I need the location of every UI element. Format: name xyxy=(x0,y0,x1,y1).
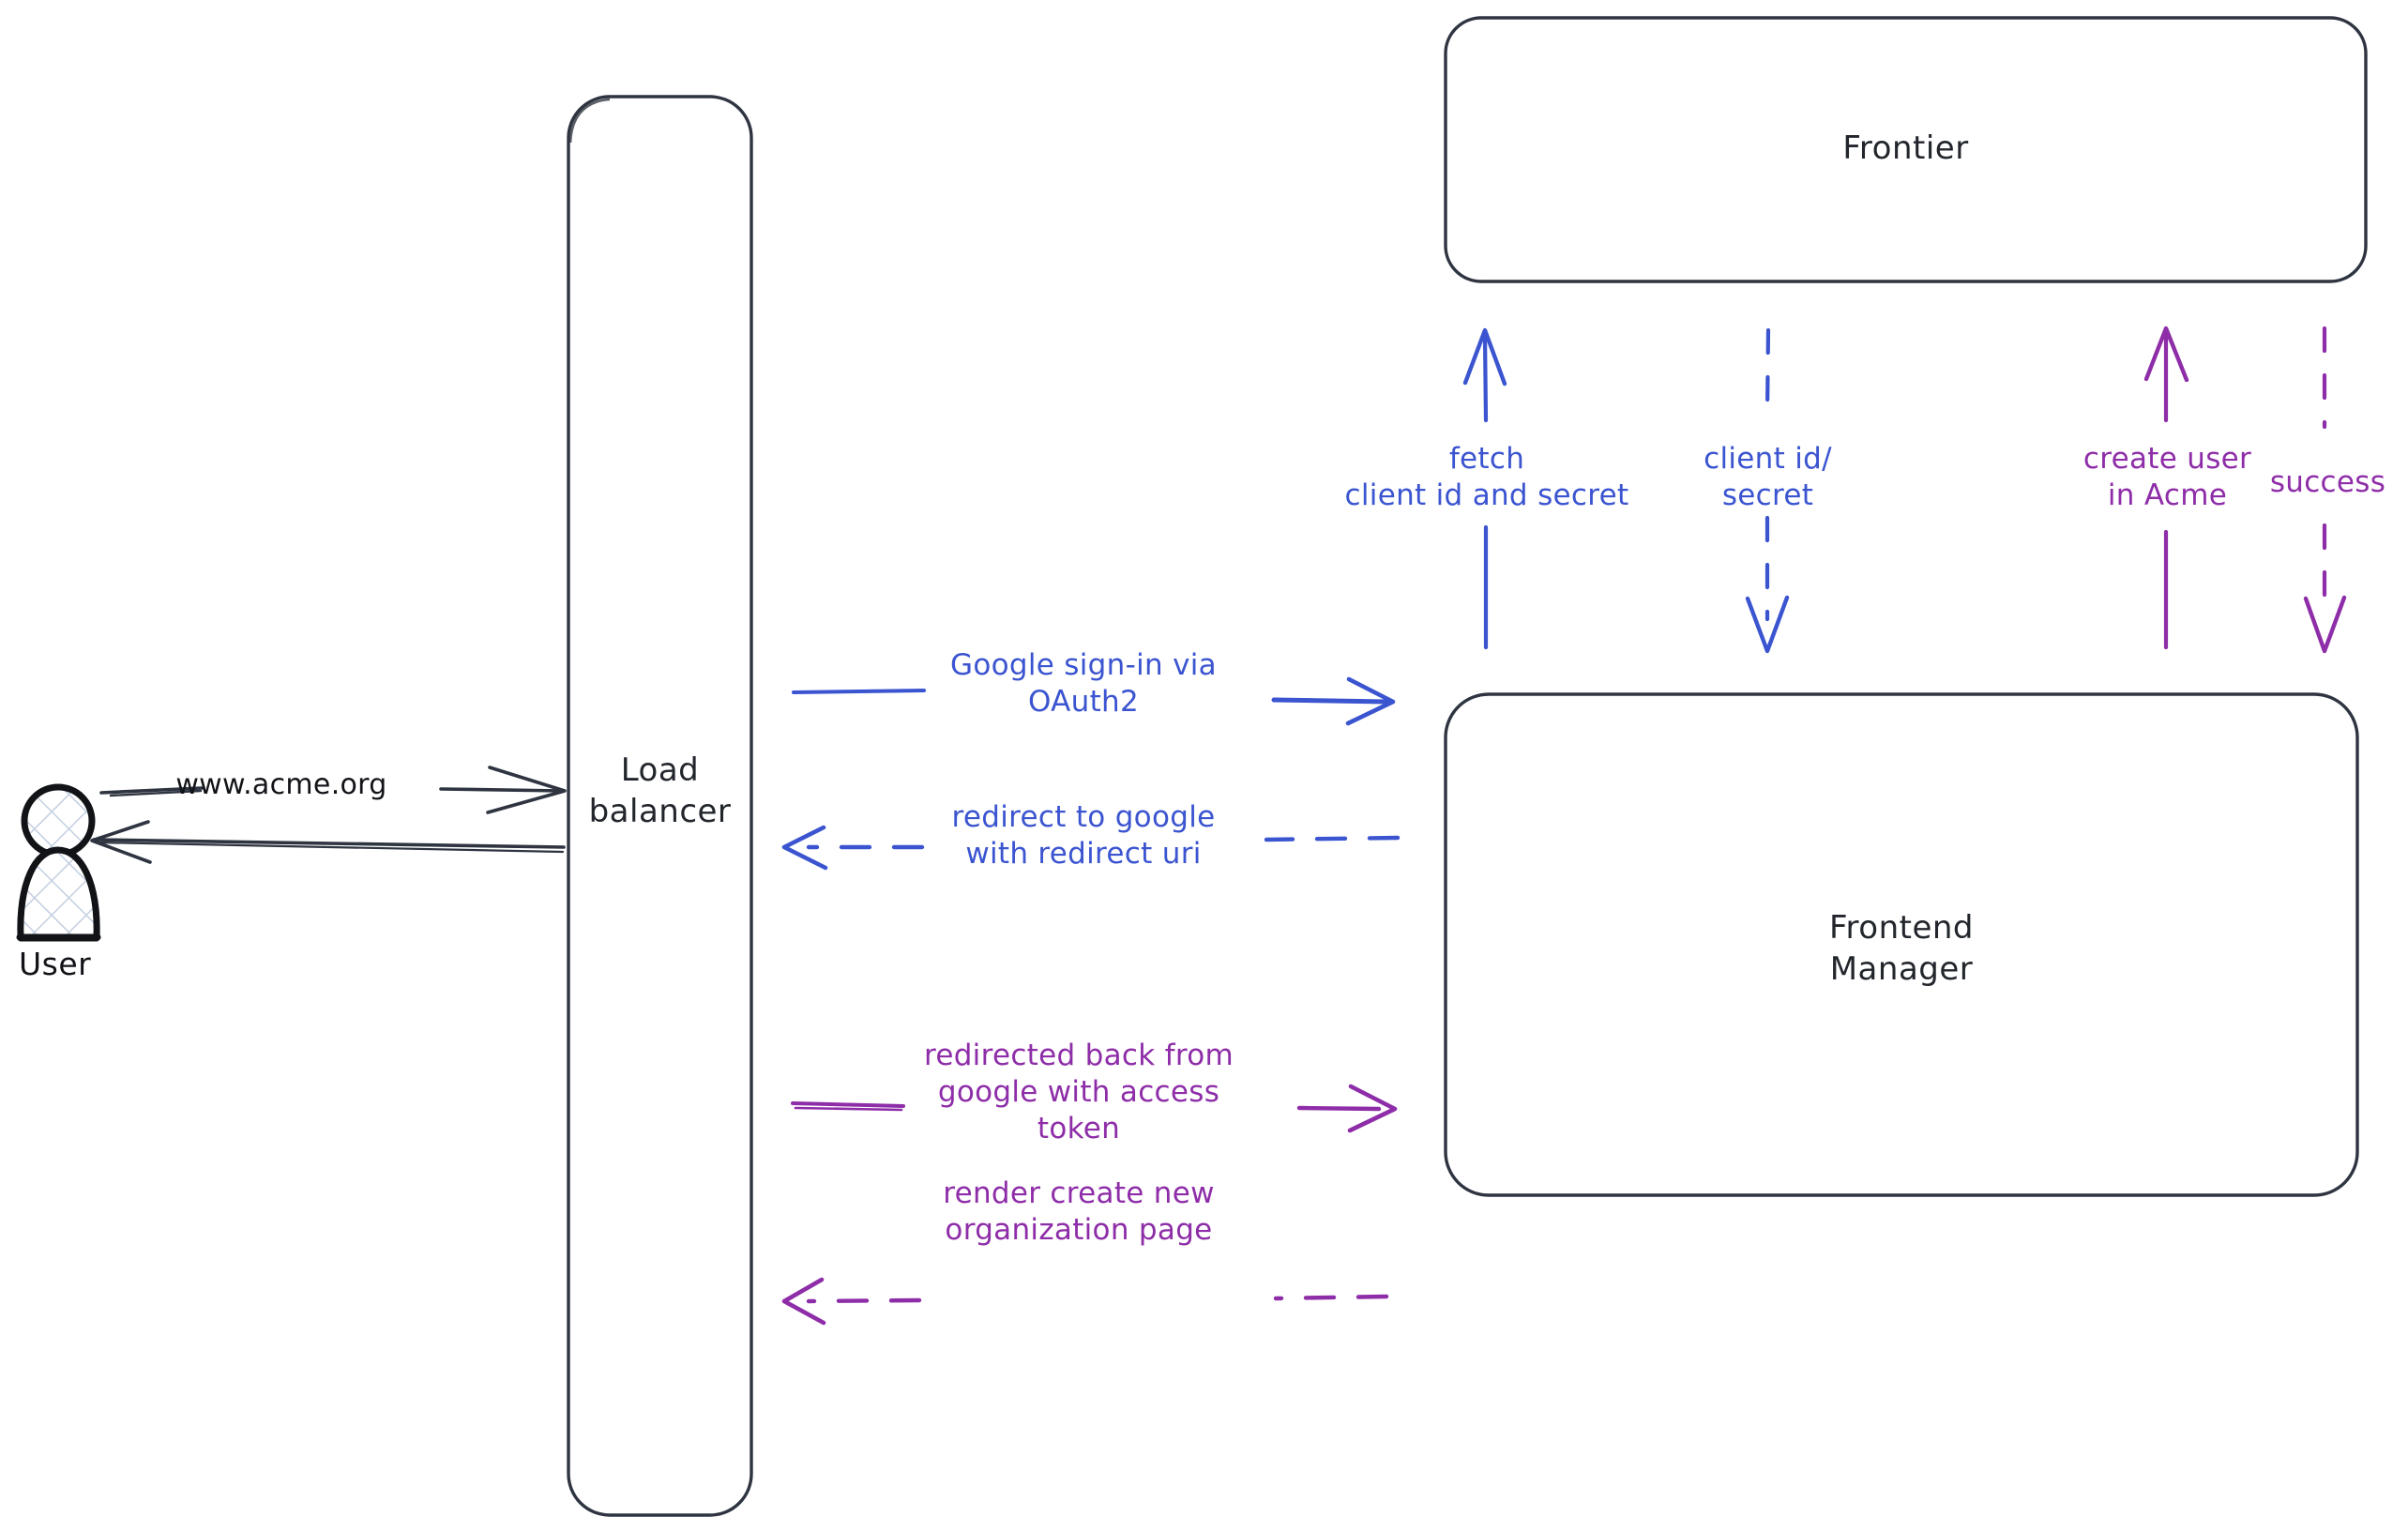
node-frontier-shape[interactable] xyxy=(1444,16,2368,283)
edge-frontier-to-fm-success xyxy=(2303,326,2347,654)
node-frontend-manager-shape[interactable] xyxy=(1444,692,2359,1197)
edge-lb-to-fm-signin xyxy=(792,676,1396,726)
edge-lb-to-fm-token xyxy=(791,1084,1398,1133)
edge-fm-to-lb-render xyxy=(781,1277,1389,1326)
edge-user-to-lb xyxy=(99,766,567,814)
actor-label-user: User xyxy=(19,946,92,982)
node-load-balancer-shape[interactable] xyxy=(567,95,753,1517)
person-icon xyxy=(16,783,101,942)
edge-fm-to-lb-redirect xyxy=(781,825,1401,871)
edge-fm-to-frontier-fetch xyxy=(1462,327,1507,650)
edge-frontier-to-fm-creds xyxy=(1745,327,1790,654)
edge-fm-to-frontier-create xyxy=(2143,326,2189,650)
edge-lb-to-user xyxy=(90,820,566,864)
